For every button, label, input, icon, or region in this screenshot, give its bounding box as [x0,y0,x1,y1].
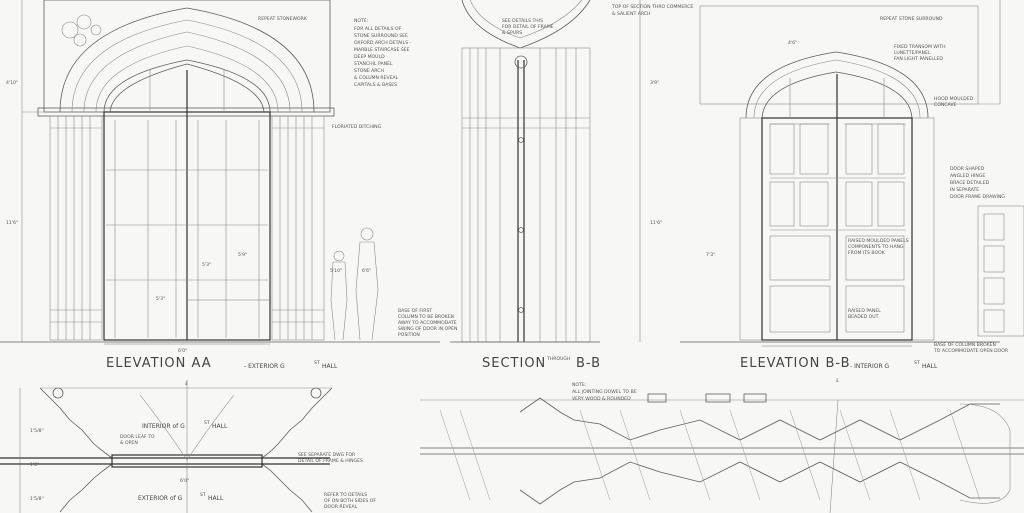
title-elevation-aa-sup: ST [314,360,320,366]
title-plan-exterior: EXTERIOR of G [138,495,183,502]
note-a-line: & COLUMN REVEAL [354,75,399,81]
note-base-column: COLUMN TO BE BROKEN [398,314,454,320]
title-section-bb-end: B-B [576,356,601,371]
note-base-column: AWAY TO ACCOMMODATE [398,320,457,326]
title-plan-exterior-end: HALL [208,495,224,502]
note-refer-details: DOOR REVEAL [324,504,358,510]
dim-label: 3'9" [650,80,659,86]
note-a-line: MARBLE STAIRCASE SEE [354,47,410,53]
dim-label: 6'0" [178,348,187,354]
note-door-shaped: DOOR FRAME DRAWING [950,194,1005,200]
title-elevation-bb-end: HALL [922,363,938,370]
dim-label: 4'10" [6,80,18,86]
dim-label: 4'6" [788,40,797,46]
note-repeat-stonework: REPEAT STONEWORK [258,16,308,22]
note-base-column: BASE OF FIRST [398,308,432,314]
dim-label: 1'5/8" [30,496,44,502]
note-mid-panel: FROM ITS BOOK [848,250,886,256]
dim-label: 5'10" [330,268,342,274]
elevation-aa-drawing [0,0,440,345]
scale-figures [330,227,379,341]
note-see-separate: SEE SEPARATE DWG FOR [298,452,356,458]
title-elevation-bb: ELEVATION B-B [740,356,851,371]
note-refer-details: OF ON BOTH SIDES OF [324,498,376,504]
note-section: & SPURS [502,30,522,36]
note-base-column-interior: BASE OF COLUMN BROKEN [934,342,996,348]
note-door-shaped: ANGLED HINGE [950,173,985,179]
dim-label: 1'0" [30,462,39,468]
elevation-bb-drawing [639,0,1024,347]
title-plan-interior-sup: ST [204,420,210,426]
title-section-bb: SECTION [482,356,546,371]
plan-detail-right [420,393,1024,513]
note-hood-moulded: CONCAVE [934,102,956,108]
note-door-shaped: IN SEPARATE [950,187,979,193]
note-a-title: NOTE: [354,18,369,24]
title-elevation-aa-sub: - EXTERIOR G [244,363,285,370]
title-plan-interior-end: HALL [212,423,228,430]
note-top-section: & SALIENT ARCH [612,11,650,17]
centerline-mark: £ [836,378,839,384]
title-plan-interior: INTERIOR of G [142,423,185,430]
note-a-line: CAPITALS & BASES [354,82,397,88]
note-top-section: TOP OF SECTION THRO COMMERCE [611,4,693,10]
note-floriated-ditching: FLORIATED DITCHING [332,124,382,130]
note-mid-panel: RAISED MOULDED PANELS [848,238,909,244]
note-base-column-interior: TO ACCOMMODATE OPEN DOOR [933,348,1009,354]
title-section-bb-through: THROUGH [546,356,570,362]
note-section: SEE DETAILS THIS [502,18,543,24]
note-door-leaf: & OPEN [120,440,138,446]
note-a-line: STONE SURROUND SEE [354,33,408,39]
dim-label: 11'6" [6,220,18,226]
dim-label: 5'3" [202,262,211,268]
note-door-leaf: DOOR LEAF TO [120,434,155,440]
note-a-line: OXFORD ARCH DETAILS - [354,40,411,46]
note-door-shaped: BRACE DETAILED [950,180,990,186]
title-plan-exterior-sup: ST [200,492,206,498]
note-a-line: STONE ARCH [354,68,384,74]
title-elevation-aa-end: HALL [322,363,338,370]
note-a-line: FOR ALL DETAILS OF [354,26,402,32]
centerline-mark: £ [185,381,188,387]
annotation-notes: NOTE: FOR ALL DETAILS OF STONE SURROUND … [120,4,1009,510]
note-section: FOR DETAIL OF FRAME [502,24,554,30]
note-plan: VERY WOOD & ROUNDED [572,396,631,402]
note-raised-panel: BEADED OUT [848,314,879,320]
title-elevation-bb-sub: - INTERIOR G [850,363,890,370]
note-fixed-transom: FIXED TRANSOM WITH [894,44,946,50]
dim-label: 7'3" [706,252,715,258]
dim-label: 6'0" [180,478,189,484]
title-elevation-aa: ELEVATION AA [106,356,212,371]
note-base-column: POSITION [398,332,420,338]
dim-label: 5'9" [238,252,247,258]
note-raised-panel: RAISED PANEL [848,308,881,314]
note-refer-details: REFER TO DETAILS [324,492,367,498]
dim-label: 11'6" [650,220,662,226]
note-fixed-transom: FAN LIGHT PANELLED [894,56,943,62]
dim-label: 6'6" [362,268,371,274]
title-elevation-bb-sup: ST [914,360,920,366]
note-see-separate: DETAIL OF FRAME & HINGES [298,458,363,464]
note-plan: ALL JOINTING DOWEL TO BE [572,389,637,395]
section-bb-drawing [450,0,600,343]
note-a-line: DEEP MOULD [354,54,385,60]
note-repeat-stone-surround: REPEAT STONE SURROUND [880,16,943,22]
note-door-shaped: DOOR SHAPED [950,166,985,172]
note-fixed-transom: LUNETTE/PANEL [894,50,931,56]
note-plan: NOTE: [572,382,587,388]
dim-label: 5'3" [156,296,165,302]
note-a-line: STANCHIL PANEL [354,61,393,67]
plan-drawing-left [0,380,333,513]
note-base-column: SWING OF DOOR IN OPEN [398,326,457,332]
note-hood-moulded: HOOD MOULDED [934,96,974,102]
dim-label: 1'5/8" [30,428,44,434]
note-mid-panel: COMPONENTS TO HANG [848,244,904,250]
dimension-labels: 4'10" 11'6" 5'3" 6'0" 5'9" 5'3" 4'6" 11'… [6,40,839,502]
view-titles: ELEVATION AA - EXTERIOR G ST HALL SECTIO… [106,356,938,502]
